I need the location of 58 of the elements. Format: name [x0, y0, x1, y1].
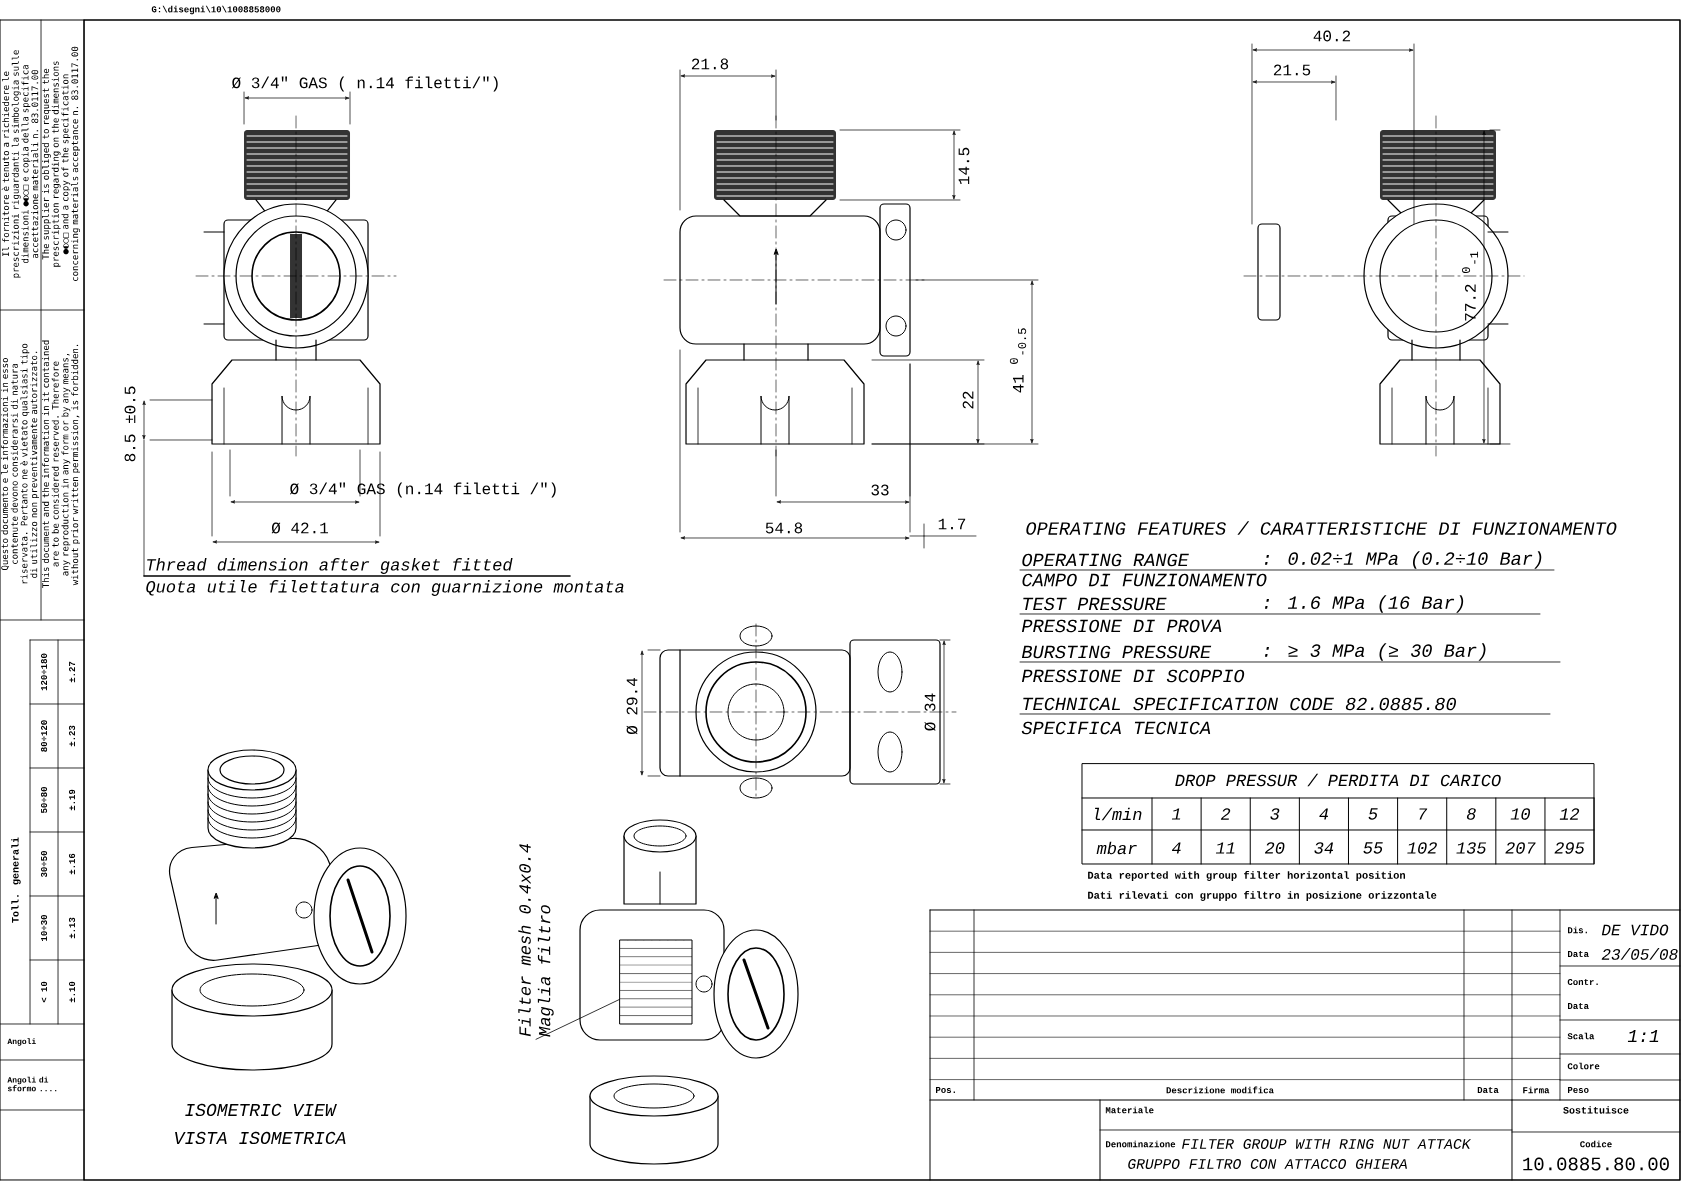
callout-text: Filter mesh 0.4x0.4 Maglia filtro	[518, 844, 554, 1037]
spec-text: : ≥ 3 MPa (≥ 30 Bar)	[1264, 643, 1486, 661]
spec-text: : 1.6 MPa (16 Bar)	[1264, 595, 1464, 613]
spec-text: CAMPO DI FUNZIONAMENTO	[1022, 573, 1267, 587]
table-cell: l/min	[1095, 807, 1142, 821]
spec-text: BURSTING PRESSURE	[1021, 645, 1212, 659]
table-cell: 2	[1220, 808, 1231, 820]
table-cell: mbar	[1096, 841, 1137, 855]
spec-text: TEST PRESSURE	[1023, 597, 1167, 611]
dimension-text: Ø 34	[924, 693, 936, 731]
table-cell: 3	[1270, 808, 1280, 820]
view-caption: ISOMETRIC VIEW	[185, 1103, 337, 1117]
table-cell: 5	[1368, 808, 1378, 820]
dimension-text: 33	[871, 484, 889, 496]
table-cell: 4	[1171, 842, 1181, 854]
table-cell: 8	[1466, 808, 1476, 820]
table-cell: 34	[1314, 842, 1334, 854]
table-cell: 1	[1171, 808, 1181, 820]
table-cell: 55	[1363, 842, 1383, 854]
table-cell: 295	[1554, 842, 1585, 854]
dimension-text: 54.8	[765, 522, 803, 534]
dimension-text: 8.5 ±0.5	[124, 386, 136, 462]
spec-text: : 0.02÷1 MPa (0.2÷10 Bar)	[1264, 551, 1542, 569]
table-cell: 12	[1559, 808, 1580, 820]
dimension-text: 1.7	[938, 518, 966, 530]
view-caption: VISTA ISOMETRICA	[175, 1131, 346, 1145]
spec-text: OPERATING RANGE	[1022, 553, 1189, 567]
table-cell: 7	[1419, 808, 1428, 820]
table-cell: 20	[1264, 842, 1285, 854]
dimension-text: Ø 3/4" GAS (n.14 filetti /")	[290, 482, 556, 498]
dimension-text: Ø 29.4	[626, 678, 638, 735]
field-value: 1:1	[1627, 1030, 1659, 1042]
table-cell: 10	[1510, 808, 1530, 820]
field-value: 23/05/08	[1601, 948, 1678, 960]
field-value: DE VIDO	[1601, 924, 1669, 936]
spec-text: SPECIFICA TECNICA	[1021, 721, 1211, 735]
dimension-text: Ø 3/4" GAS ( n.14 filetti/")	[232, 76, 498, 92]
spec-text: PRESSIONE DI PROVA	[1021, 619, 1222, 633]
leader-line	[535, 999, 620, 1040]
table-cell: 135	[1456, 842, 1487, 854]
table-cell: 11	[1215, 842, 1235, 854]
filter-mesh-drawing	[619, 939, 693, 1025]
spec-text: TECHNICAL SPECIFICATION CODE 82.0885.80	[1023, 697, 1456, 711]
note-text: Thread dimension after gasket fitted	[147, 558, 513, 574]
field-value: 10.0885.80.00	[1523, 1157, 1669, 1171]
table-cell: 207	[1505, 842, 1536, 854]
table-cell: 102	[1407, 842, 1437, 854]
dimension-text: 40.2	[1313, 30, 1351, 42]
section-heading: OPERATING FEATURES / CARATTERISTICHE DI FUNZIONAMENTO	[1026, 521, 1617, 535]
spec-text: PRESSIONE DI SCOPPIO	[1021, 669, 1245, 683]
table-cell: 4	[1319, 808, 1329, 820]
dimension-text: 21.5	[1273, 64, 1311, 76]
dimension-text: 22	[962, 391, 974, 409]
dimension-text: 14.5	[958, 147, 970, 185]
table-heading: DROP PRESSUR / PERDITA DI CARICO	[1175, 773, 1501, 787]
dimension-text: Ø 42.1	[271, 522, 328, 534]
dimension-text: 21.8	[691, 58, 729, 70]
note-text: Quota utile filettatura con guarnizione montata	[146, 580, 624, 596]
